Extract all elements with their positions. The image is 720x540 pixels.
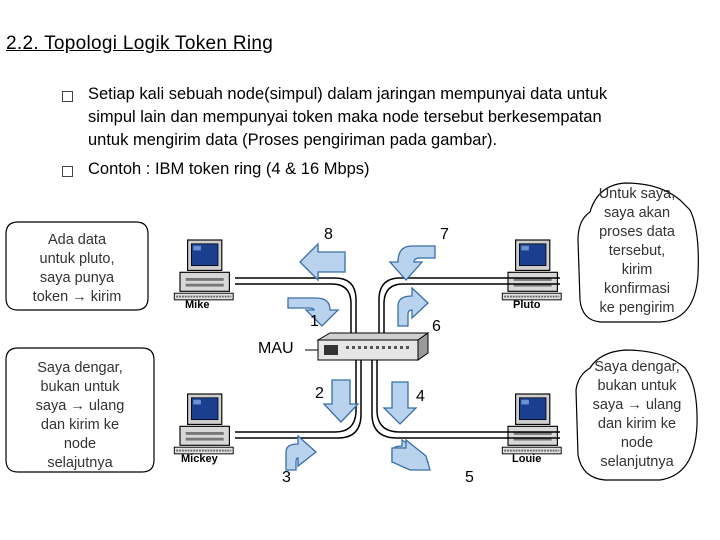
computer-label-mickey: Mickey [181,453,219,465]
mau-hub [305,332,430,361]
computer-label-louie: Louie [512,453,541,465]
callout-line: token → kirim [32,289,122,305]
flow-arrow-3 [285,434,318,471]
flow-arrow-7 [388,245,436,281]
callout-line: ke pengirim [599,300,675,316]
step-number-8: 8 [324,226,333,243]
slide-title: 2.2. Topologi Logik Token Ring [6,33,274,54]
bullet-1-line-1: Setiap kali sebuah node(simpul) dalam ja… [88,85,608,103]
step-number-4: 4 [416,388,425,405]
callout-bubble-top-left [5,221,149,311]
callout-text-bottom-left: Saya dengar, bukan untuk saya → ulang da… [12,359,148,473]
callout-text-top-left: Ada data untuk pluto, saya punya token →… [12,231,142,307]
callout-line: saya → ulang [35,398,125,414]
callout-line: saya akan [603,205,671,221]
callout-line: Saya dengar, [594,359,680,375]
computer-label-pluto: Pluto [513,299,541,311]
computer-louie: Louie [501,393,563,465]
mau-label: MAU [258,340,294,357]
flow-arrow-5 [391,438,431,471]
computer-pluto: Pluto [501,239,563,311]
step-number-5: 5 [465,469,474,486]
step-number-3: 3 [282,469,291,486]
callout-line: Untuk saya, [598,186,676,202]
callout-line: proses data [599,224,675,240]
callout-line: untuk pluto, [39,251,115,267]
callout-bubble-bottom-left [5,347,155,473]
bullet-2-line-1: Contoh : IBM token ring (4 & 16 Mbps) [88,160,370,178]
step-number-2: 2 [315,385,324,402]
callout-line: kirim [621,262,653,278]
ring-cables [235,277,560,439]
step-number-1: 1 [310,313,319,330]
callout-line: tersebut, [608,243,666,259]
flow-arrow-2 [322,379,360,423]
computer-mike: Mike [173,239,235,311]
callout-line: Saya dengar, [37,360,123,376]
callout-line: dan kirim ke [40,417,120,433]
callout-line: node [620,435,654,451]
bullet-1-line-2: simpul lain dan mempunyai token maka nod… [88,108,602,126]
bullet-marker [62,91,73,102]
callout-line: selanjutnya [600,454,674,470]
callout-line: saya punya [39,270,115,286]
callout-bubble-bottom-right [575,349,698,481]
callout-line: Ada data [47,232,107,248]
bullet-1-line-3: untuk mengirim data (Proses pengiriman p… [88,131,498,149]
flow-arrow-1 [287,297,340,327]
callout-line: node [63,436,97,452]
bullet-1: Setiap kali sebuah node(simpul) dalam ja… [88,83,708,152]
flow-arrow-6 [397,286,429,327]
bullet-2: Contoh : IBM token ring (4 & 16 Mbps) [88,158,370,181]
step-number-6: 6 [432,318,441,335]
callout-text-bottom-right: Saya dengar, bukan untuk saya → ulang da… [578,358,696,472]
bullet-marker [62,166,73,177]
callout-text-top-right: Untuk saya, saya akan proses data terseb… [580,185,694,318]
computer-label-mike: Mike [185,299,209,311]
flow-arrow-8 [299,242,346,282]
flow-arrow-4 [382,381,418,425]
callout-bubble-top-right [577,182,699,323]
callout-line: dan kirim ke [597,416,677,432]
callout-line: saya → ulang [592,397,682,413]
callout-line: konfirmasi [603,281,671,297]
computer-mickey: Mickey [173,393,235,465]
callout-line: bukan untuk [40,379,120,395]
callout-line: bukan untuk [597,378,677,394]
callout-line: selajutnya [47,455,113,471]
step-number-7: 7 [440,226,449,243]
